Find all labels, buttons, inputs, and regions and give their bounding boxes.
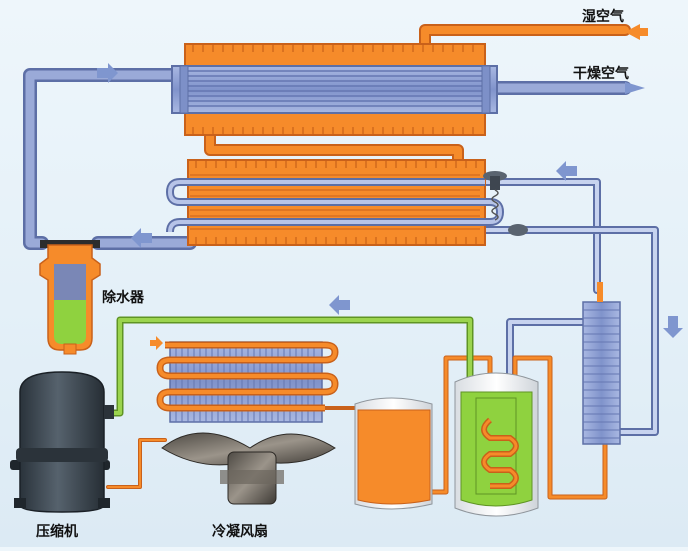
humid-air-inlet-arrow (625, 24, 640, 40)
condenser (156, 341, 339, 423)
compressor (10, 371, 114, 513)
receiver-tank (354, 397, 433, 510)
liquid-flow-arrow (329, 295, 350, 315)
expansion-valve (483, 171, 528, 236)
air-flow-arrow-down (663, 316, 683, 338)
air-flow-arrow-top (97, 63, 118, 83)
dry-air-label: 干燥空气 (573, 66, 629, 82)
liquid-line (100, 316, 474, 417)
condenser-fan (161, 432, 336, 505)
dry-air-outlet-arrow (625, 82, 645, 94)
air-to-air-heat-exchanger (171, 43, 498, 136)
humid-air-label: 湿空气 (582, 9, 624, 25)
compressor-label: 压缩机 (36, 524, 78, 540)
refrigerant-flow-arrow (150, 336, 163, 350)
flow-arrows (97, 24, 683, 350)
air-flow-arrow-right (556, 161, 577, 181)
water-separator-label: 除水器 (102, 290, 144, 306)
evaporator-column (582, 282, 621, 445)
air-flow-arrow-mid (131, 228, 152, 248)
refrigerant-piping (106, 24, 631, 503)
heat-exchange-tank (454, 372, 539, 517)
condenser-fan-label: 冷凝风扇 (212, 524, 268, 540)
water-separator (39, 240, 101, 355)
air-cooler-heat-exchanger (165, 159, 505, 246)
